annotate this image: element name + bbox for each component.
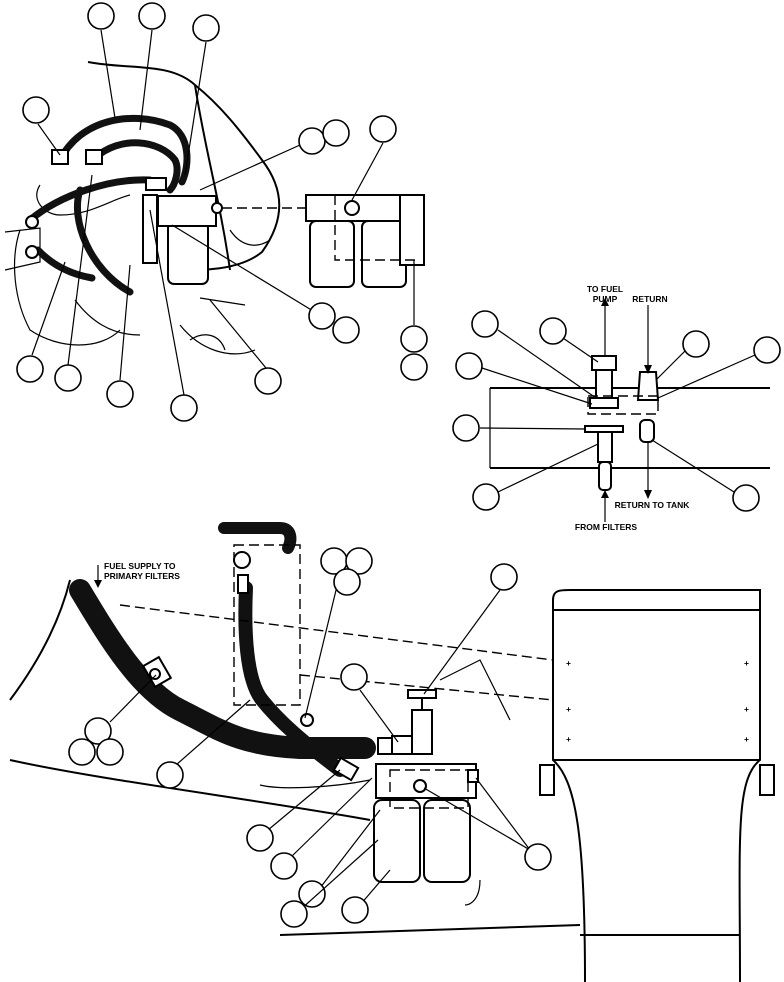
filter-inlet-fitting — [597, 431, 613, 463]
svg-text:+: + — [744, 658, 749, 668]
return-tank-fitting — [639, 419, 655, 443]
elbow-hose — [218, 522, 297, 554]
bottom-filter-right — [423, 799, 471, 883]
bottom-filter-left — [373, 799, 421, 883]
svg-text:+: + — [744, 704, 749, 714]
label-fuel-supply-1: FUEL SUPPLY TO — [104, 561, 176, 571]
fitting-1 — [51, 149, 69, 165]
fuel-filter-canister — [167, 221, 209, 285]
arrow-return — [644, 365, 652, 374]
detail-callouts — [452, 310, 781, 512]
hose-b — [91, 139, 181, 194]
tank-tab-right — [759, 764, 775, 796]
elbow-fitting — [233, 551, 251, 569]
hose-d — [73, 186, 134, 296]
hose-c — [26, 176, 154, 224]
dual-filter-left — [309, 220, 355, 288]
svg-text:+: + — [566, 734, 571, 744]
from-filters-tube — [598, 461, 612, 491]
pump-nut — [589, 397, 619, 409]
svg-text:+: + — [566, 658, 571, 668]
tank-tab-left — [539, 764, 555, 796]
top-left-callouts — [16, 2, 428, 422]
filter-fitting — [211, 202, 223, 214]
bleed-fitting — [467, 769, 479, 783]
label-return-to-tank: RETURN TO TANK — [615, 500, 691, 510]
arrow-return-tank — [644, 490, 652, 499]
small-nut — [300, 713, 314, 727]
mounting-bracket — [142, 194, 158, 264]
bottom-callouts — [68, 547, 552, 928]
pump-adapter — [591, 355, 617, 371]
label-return: RETURN — [632, 294, 667, 304]
label-fuel-supply-2: PRIMARY FILTERS — [104, 571, 180, 581]
top-left-view — [4, 2, 428, 422]
hose-e — [34, 246, 96, 282]
vertical-hose — [238, 581, 347, 777]
fitting-4 — [25, 215, 39, 229]
fitting-2 — [85, 149, 103, 165]
filter-head — [157, 195, 217, 227]
fitting-vertical — [237, 574, 249, 594]
label-from-filters: FROM FILTERS — [575, 522, 637, 532]
fitting-5 — [25, 245, 39, 259]
shutoff-valve-body — [411, 709, 433, 755]
fuel-supply-hose — [69, 579, 376, 759]
svg-text:+: + — [566, 704, 571, 714]
tank-mount-points: + + + + + + — [566, 658, 749, 744]
fuel-tank — [552, 589, 761, 982]
return-fitting — [636, 371, 660, 401]
dual-filter-port — [344, 200, 360, 216]
fitting-3 — [145, 177, 167, 191]
label-to-fuel: TO FUEL — [587, 284, 623, 294]
arrow-to-pump — [601, 298, 609, 306]
shutoff-handle — [407, 689, 437, 699]
bottom-filter-head — [375, 763, 477, 799]
dual-filter-bracket — [399, 194, 425, 266]
bottom-view: + + + + + + FUEL SUPPLY TO PRIMARY FILTE… — [9, 522, 775, 982]
svg-text:+: + — [744, 734, 749, 744]
lower-fitting — [332, 756, 360, 782]
label-pump: PUMP — [593, 294, 618, 304]
arrow-from-filters — [601, 490, 609, 498]
fitting-detail-view: TO FUEL PUMP RETURN RETURN TO TANK FROM … — [452, 284, 781, 532]
